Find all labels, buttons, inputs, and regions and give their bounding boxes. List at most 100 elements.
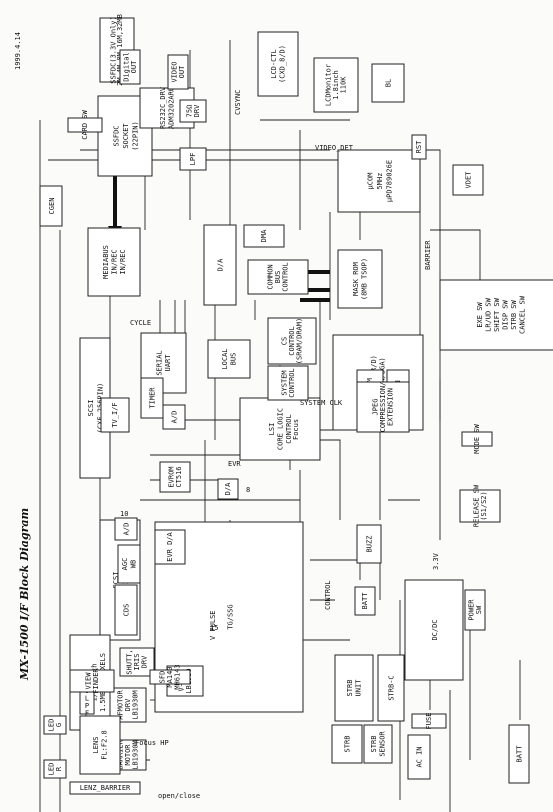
block-viewfinder-line: VIEW: [84, 672, 92, 690]
block-shutt-frame: [119, 647, 155, 677]
label-vpulse: V PULSE: [209, 610, 217, 640]
block-shutt-line: IRIS: [133, 654, 141, 671]
block-lpf: LPF: [179, 147, 207, 171]
block-localbus: LOCALBUS: [207, 339, 251, 379]
block-ucom-frame: [337, 149, 421, 213]
block-dcdc-label: DC/DC: [431, 619, 439, 640]
block-evrom-label: EVROMCT516: [167, 466, 183, 487]
block-ledr-frame: [43, 759, 67, 779]
block-lpf-label: LPF: [189, 153, 197, 166]
block-ucom-line: μPD789026E: [385, 160, 393, 202]
block-timer-line: TIMER: [148, 387, 156, 409]
block-jpeg: JPEGCOMPRESSION/EXTENSION: [356, 381, 410, 433]
block-batt-label: BATT: [515, 745, 523, 763]
block-strbc-label: STRB-C: [387, 675, 395, 700]
block-shutt-line: SHUTT,: [126, 649, 134, 674]
block-power-line: POWER: [467, 599, 475, 621]
block-timer-label: TIMER: [148, 387, 156, 409]
label-n10: 10: [120, 510, 128, 518]
block-lcdctl-label: LCD-CTL(CXD_8/D): [270, 45, 287, 83]
block-maskrom-line: (8MB TSOP): [361, 258, 369, 300]
block-power-line: SW: [475, 605, 483, 614]
block-release-frame: [459, 489, 501, 523]
block-evrda-frame: [154, 529, 186, 565]
block-strb-line: STRB: [343, 736, 351, 753]
block-acin: AC IN: [407, 734, 431, 780]
block-strb-label: STRB: [343, 736, 351, 753]
block-jpeg-line: COMPRESSION/: [379, 382, 387, 433]
block-buzz-line: BUZZ: [365, 536, 373, 553]
block-sfd-frame: [149, 669, 191, 685]
block-swpanel-line: LR/UD SW: [485, 297, 493, 332]
block-afmotor-line: DRV: [124, 698, 132, 711]
block-shutt: SHUTT,IRISDRV: [119, 647, 155, 677]
block-localbus-line: BUS: [230, 353, 238, 366]
block-media-frame: [87, 227, 141, 297]
block-ad: A/D: [114, 517, 138, 541]
block-ucom-line: μCOM: [366, 173, 374, 190]
block-digital-line: OUT: [130, 60, 138, 73]
block-cs-label: CSCONTROL(SRAM/DRAM): [281, 318, 304, 364]
block-lsi: LSICORE LOGICCONTROL: [239, 397, 321, 461]
block-lens-line: FL:F2.8: [101, 730, 109, 760]
block-ledg-frame: [43, 715, 67, 735]
block-media-line: MEDIABUS: [102, 245, 110, 279]
block-olpf-line: P: [85, 702, 89, 710]
block-tvif-frame: [100, 397, 130, 433]
block-batt2-line: BATT: [361, 592, 369, 610]
block-dcdc-line: DC/DC: [431, 619, 439, 640]
block-bl-line: BL: [384, 79, 392, 87]
block-cbus-line: CONTROL: [282, 262, 290, 292]
block-video-line: OUT: [178, 65, 186, 78]
block-power-frame: [464, 589, 486, 631]
block-ad-label: A/D: [122, 523, 130, 536]
block-acin-frame: [407, 734, 431, 780]
block-lens-line: LENS: [92, 737, 100, 754]
block-digital-frame: [119, 49, 141, 85]
block-rs232-line: RS232C_DRV: [159, 86, 167, 129]
block-tvif-line: TV_I/F: [111, 402, 119, 427]
block-strb-frame: [331, 724, 363, 764]
block-cardsw-line: CARD SW: [81, 109, 89, 139]
block-cgen-line: CGEN: [48, 198, 56, 215]
block-swpanel-line: STRB SW: [510, 299, 518, 329]
block-strbsensor-line: SENSOR: [379, 731, 387, 757]
block-evrom-line: EVROM: [167, 466, 175, 487]
block-media-label: MEDIABUSIN/RECIN/REC: [102, 245, 127, 279]
block-jpeg-line: EXTENSION: [387, 388, 395, 426]
label-focus: Focus: [292, 419, 300, 440]
wire-41: [430, 229, 481, 300]
block-ad-line: A/D: [122, 523, 130, 536]
block-ucom-line: 5MHz: [376, 173, 384, 190]
block-sfd: SFDMA140MH6143: [149, 664, 191, 690]
block-strb: STRB: [331, 724, 363, 764]
block-lcdmon: LCDMonitor1.8inch110K: [313, 57, 359, 113]
block-lcdmon-frame: [313, 57, 359, 113]
block-swpanel-line: EXE SW: [476, 302, 484, 328]
block-afmotor-label: AFMOTORDRVLB1930M: [117, 689, 140, 719]
block-tgssg-line: TG/SSG: [227, 604, 235, 629]
block-cardsw: CARD SW: [67, 109, 103, 140]
label-focus-hp: Focus HP: [135, 739, 169, 747]
block-fuse: FUSE: [411, 713, 447, 729]
block-acin-line: AC IN: [415, 746, 423, 767]
blocks-layer: μCOM5MHzμPD789026ERISC (M32R/D)(176PIN/B…: [39, 14, 553, 795]
block-modesw: MODE SW: [461, 423, 493, 454]
label-control: CONTROL: [324, 580, 332, 610]
block-cds: CDS: [114, 584, 138, 636]
block-evrom-line: CT516: [175, 466, 183, 487]
block-lpf-frame: [179, 147, 207, 171]
block-cbus-frame: [247, 259, 309, 295]
block-strbunit-line: UNIT: [355, 679, 363, 697]
block-sysctl-line: SYSTEM: [280, 370, 288, 395]
block-sysctl-frame: [267, 365, 309, 401]
block-cardsw-frame: [67, 117, 103, 133]
block-shutt-line: DRV: [141, 655, 149, 668]
block-swpanel-line: SHIFT SW: [493, 297, 501, 332]
block-modesw-frame: [461, 431, 493, 447]
block-batt: BATT: [508, 724, 530, 784]
block-ad-frame: [114, 517, 138, 541]
